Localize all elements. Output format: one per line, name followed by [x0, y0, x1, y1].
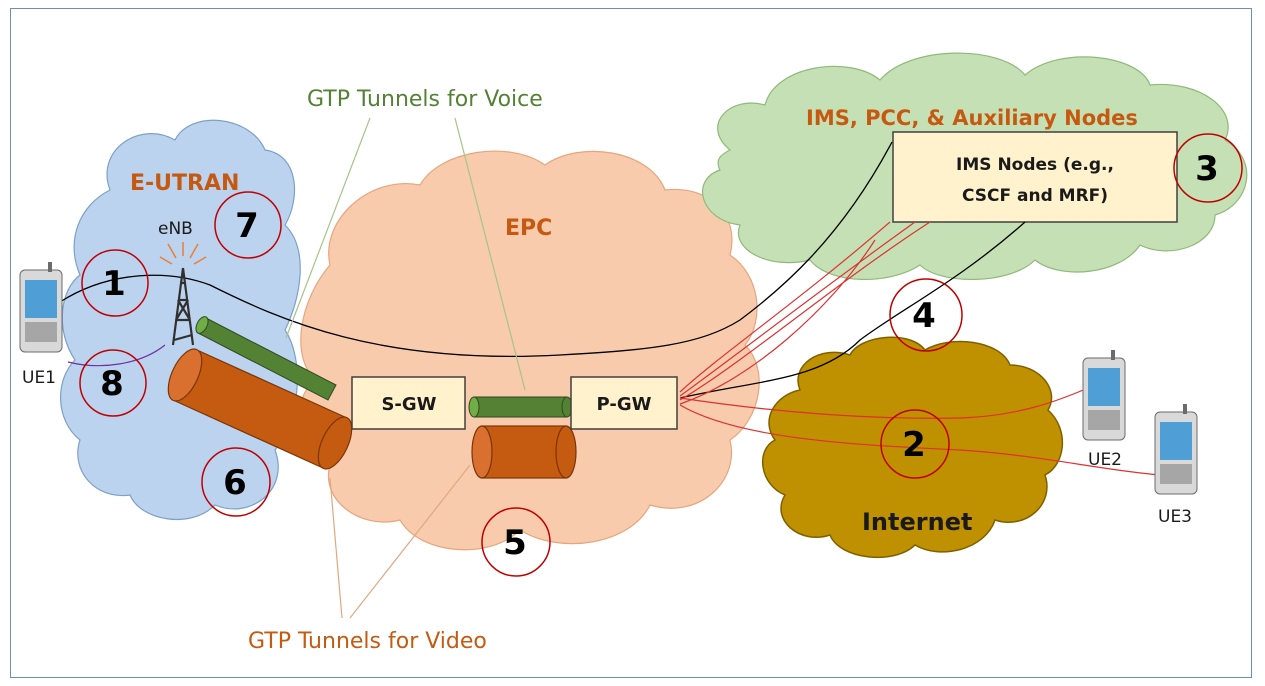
eutran-video-tunnel: [167, 348, 353, 470]
eutran-label: E-UTRAN: [130, 171, 239, 196]
ue1-radio-link: [67, 344, 166, 367]
eutran-voice-tunnel: [195, 316, 337, 401]
epc-label: EPC: [505, 216, 552, 241]
ue1-phone-icon: [19, 262, 63, 353]
sgw-label: S-GW: [381, 394, 436, 415]
marker-rings: [79, 133, 1243, 577]
marker-1: 1: [102, 264, 126, 304]
ims-cloud-label: IMS, PCC, & Auxiliary Nodes: [806, 106, 1138, 130]
voice-tunnel-label: GTP Tunnels for Voice: [307, 87, 543, 112]
callout-lines: [285, 117, 526, 619]
epc-cloud: [298, 150, 760, 551]
marker-8: 8: [100, 364, 124, 404]
epc-voice-tunnel: [468, 396, 573, 418]
marker-7: 7: [235, 206, 259, 246]
video-tunnel-label: GTP Tunnels for Video: [248, 629, 487, 654]
ue3-phone-icon: [1154, 404, 1198, 495]
ue3-label: UE3: [1158, 507, 1192, 527]
pgw-label: P-GW: [597, 394, 652, 415]
ue1-label: UE1: [22, 368, 56, 388]
pgw-box: [570, 376, 678, 430]
enb-tower-icon: [159, 242, 207, 346]
epc-video-tunnel: [471, 425, 577, 479]
ims-box-line1: IMS Nodes (e.g.,: [956, 155, 1114, 175]
ims-box-line2: CSCF and MRF): [962, 186, 1108, 206]
signaling-paths: [59, 141, 1026, 399]
marker-6: 6: [223, 463, 247, 503]
marker-4: 4: [912, 296, 936, 336]
marker-3: 3: [1195, 149, 1219, 189]
marker-2: 2: [902, 425, 926, 465]
media-paths: [679, 221, 1161, 476]
ims-nodes-box: [892, 131, 1178, 223]
marker-5: 5: [503, 523, 527, 563]
sgw-box: [351, 376, 466, 430]
ue2-phone-icon: [1082, 350, 1126, 441]
ue2-label: UE2: [1088, 450, 1122, 470]
internet-label: Internet: [862, 508, 972, 536]
diagram-frame: [10, 8, 1252, 678]
marker-numbers: 1 2 3 4 5 6 7 8: [100, 149, 1219, 563]
enb-label: eNB: [158, 219, 193, 239]
